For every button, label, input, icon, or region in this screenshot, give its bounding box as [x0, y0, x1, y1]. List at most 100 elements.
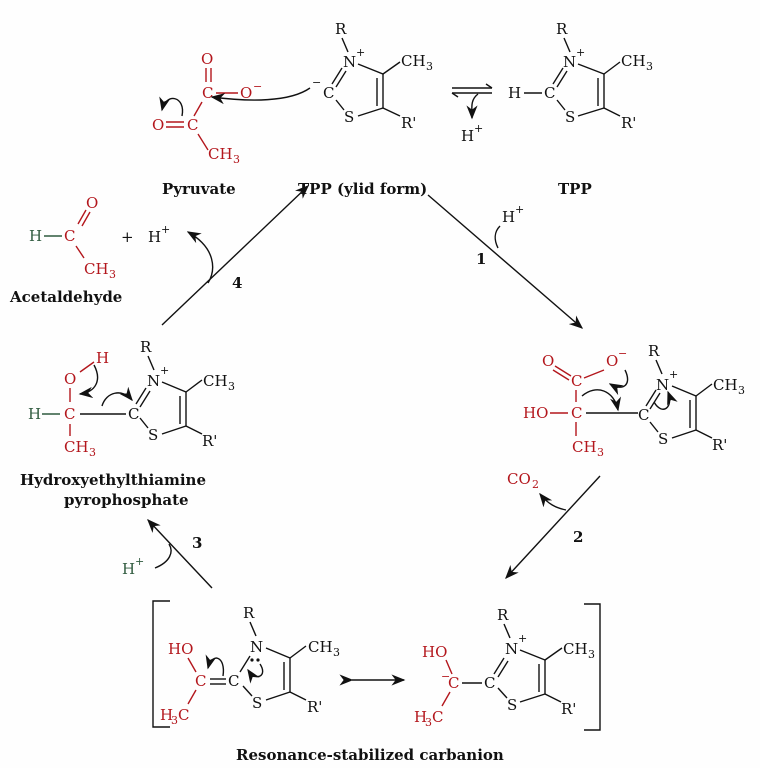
- atom-h: H: [28, 405, 41, 423]
- bond: [671, 385, 697, 397]
- step-1: H + 1: [427, 194, 584, 329]
- enamine-structure: HO C H 3 C C R N CH 3 R' S: [160, 604, 340, 727]
- charge-minus: −: [441, 670, 450, 683]
- label-tpp-ylid: TPP (ylid form): [298, 180, 427, 198]
- methyl-3: 3: [646, 60, 653, 73]
- methyl-3: 3: [333, 646, 340, 659]
- bond: [695, 383, 713, 397]
- tpp-structure: R N + CH 3 R' S C H TPP: [508, 20, 653, 198]
- atom-n: N: [656, 376, 669, 394]
- atom-o-carbonyl: O: [152, 116, 164, 134]
- step-4: 4: [161, 185, 310, 326]
- lactyl-tpp-structure: O C O − HO C CH 3 R N + CH 3 R' S C: [523, 342, 745, 459]
- equilibrium-arrows: H +: [451, 83, 493, 145]
- bond: [161, 425, 187, 435]
- methyl-3: 3: [228, 380, 235, 393]
- atom-o: O: [86, 194, 98, 212]
- methyl-h: H: [160, 706, 173, 724]
- bond: [577, 63, 605, 75]
- methyl-h: H: [414, 708, 427, 726]
- label-tpp: TPP: [558, 180, 592, 198]
- atom-r-prime: R': [401, 114, 416, 132]
- reaction-arrow-3: [147, 518, 213, 589]
- lone-pair-dot: [256, 658, 260, 662]
- bond: [544, 693, 562, 703]
- bond: [161, 381, 187, 393]
- atom-c-alpha: C: [571, 404, 582, 422]
- atom-s: S: [148, 426, 158, 444]
- tpp-ylid-structure: R N + CH 3 R' S C − TPP (ylid form): [210, 20, 433, 198]
- methyl-3: 3: [233, 153, 240, 166]
- bond: [556, 70, 568, 88]
- pyruvate-structure: O C O − O C CH 3 Pyruvate: [152, 50, 262, 198]
- atom-h: H: [508, 84, 521, 102]
- bond: [77, 209, 87, 225]
- methyl-ch: CH: [84, 260, 109, 278]
- bond: [563, 37, 571, 53]
- hydroxyethyl-tpp-structure: H O H C CH 3 R N + CH 3 R' S C Hydroxyet…: [20, 338, 235, 509]
- bond: [289, 691, 307, 701]
- atom-h: H: [29, 227, 42, 245]
- curved-arrow: [159, 96, 184, 117]
- lone-pair-dot: [250, 658, 254, 662]
- hydroxyl: HO: [168, 640, 193, 658]
- atom-o: O: [64, 370, 76, 388]
- methyl-3: 3: [89, 446, 96, 459]
- methyl-ch: CH: [64, 438, 89, 456]
- label-pyruvate: Pyruvate: [162, 180, 236, 198]
- bond: [544, 647, 563, 661]
- methyl-c: C: [432, 708, 443, 726]
- atom-h-hydroxyl: H: [96, 349, 109, 367]
- curved-arrow: [101, 386, 133, 407]
- label-resonance: Resonance-stabilized carbanion: [236, 746, 504, 764]
- atom-c2: C: [228, 672, 239, 690]
- carbanion-structure: HO − C H 3 C C R N + CH 3 R' S: [414, 606, 595, 729]
- atom-r: R: [335, 20, 347, 38]
- bond: [503, 623, 511, 639]
- bond: [556, 99, 566, 111]
- bond: [519, 649, 546, 661]
- atom-c-alpha: C: [187, 116, 198, 134]
- bond: [603, 107, 621, 117]
- label-acetaldehyde: Acetaldehyde: [9, 288, 122, 306]
- bond: [497, 660, 509, 678]
- reaction-arrow-4: [161, 185, 310, 326]
- methyl-ch: CH: [621, 52, 646, 70]
- methyl-3: 3: [109, 268, 116, 281]
- right-bracket: [584, 603, 601, 731]
- reaction-arrow-1: [427, 194, 584, 329]
- bond: [331, 67, 343, 85]
- half-arrowhead: [451, 92, 459, 98]
- charge-plus: +: [160, 364, 169, 377]
- atom-s: S: [658, 430, 668, 448]
- bond: [185, 379, 203, 393]
- bond: [695, 429, 713, 439]
- bond: [75, 245, 85, 259]
- atom-o: O: [201, 50, 213, 68]
- bond: [645, 389, 657, 407]
- hydroxyl: HO: [523, 404, 548, 422]
- atom-o-minus: O: [606, 352, 618, 370]
- atom-r-prime: R': [202, 432, 217, 450]
- plus-sign: +: [121, 228, 134, 246]
- left-bracket: [152, 600, 170, 728]
- proton-release-arrow: [186, 231, 214, 284]
- step-number-4: 4: [232, 274, 242, 292]
- curved-arrow: [78, 364, 99, 398]
- charge-plus: +: [518, 632, 527, 645]
- bond: [335, 99, 345, 111]
- bond: [289, 645, 307, 659]
- bond: [335, 70, 347, 88]
- atom-r: R: [497, 606, 509, 624]
- curved-arrow: [205, 654, 225, 677]
- step-number-1: 1: [476, 250, 486, 268]
- methyl-ch: CH: [713, 376, 738, 394]
- methyl-3: 3: [597, 446, 604, 459]
- methyl-3: 3: [171, 714, 178, 727]
- curved-arrow: [581, 389, 622, 412]
- charge-plus: +: [356, 46, 365, 59]
- step-number-2: 2: [573, 528, 583, 546]
- bond: [341, 37, 349, 53]
- atom-s: S: [565, 108, 575, 126]
- methyl-ch: CH: [401, 52, 426, 70]
